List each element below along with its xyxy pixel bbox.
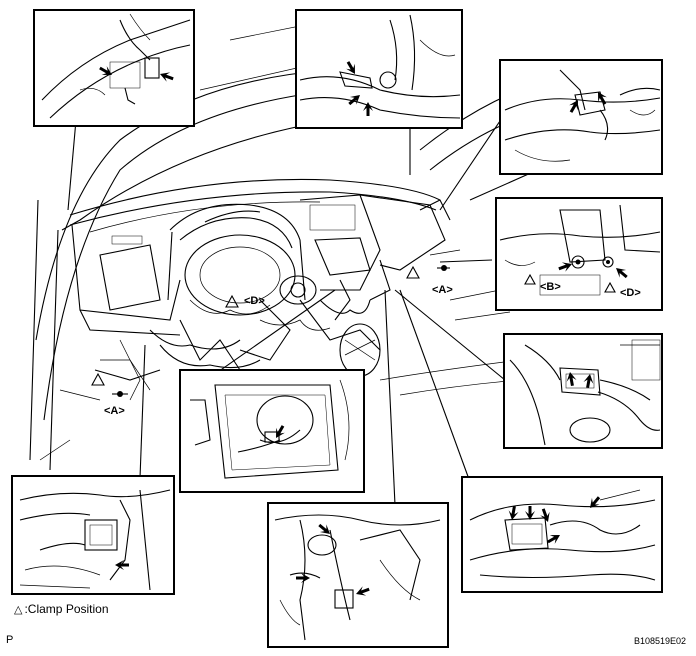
inset-right-middle-bolts: <B> <D> [495, 197, 663, 311]
label-d-center: <D> [244, 295, 265, 307]
inset-bottom-right-connector [461, 476, 663, 593]
inset-bottom-center-connector [267, 502, 449, 648]
inset-right-lower-connector [503, 333, 663, 449]
inset-top-left-connector [33, 9, 195, 127]
page-letter: P [6, 634, 14, 646]
leader-lines [67, 117, 506, 506]
inset-right-top-connector [499, 59, 663, 175]
dashboard-main-view: <D> <A> <A> [29, 19, 561, 471]
label-a-right: <A> [432, 284, 453, 296]
label-b-inset: <B> [540, 281, 561, 293]
inset-center-panel [179, 369, 365, 493]
legend-text: :Clamp Position [24, 602, 109, 616]
inset-top-center-connector [295, 9, 463, 129]
label-a-left: <A> [104, 405, 125, 417]
figure-id: B108519E02 [633, 636, 686, 646]
inset-bottom-left-connector [11, 475, 175, 595]
legend: △ :Clamp Position [14, 602, 109, 616]
label-d-inset: <D> [620, 287, 641, 299]
clamp-triangle-icon: △ [14, 603, 23, 616]
